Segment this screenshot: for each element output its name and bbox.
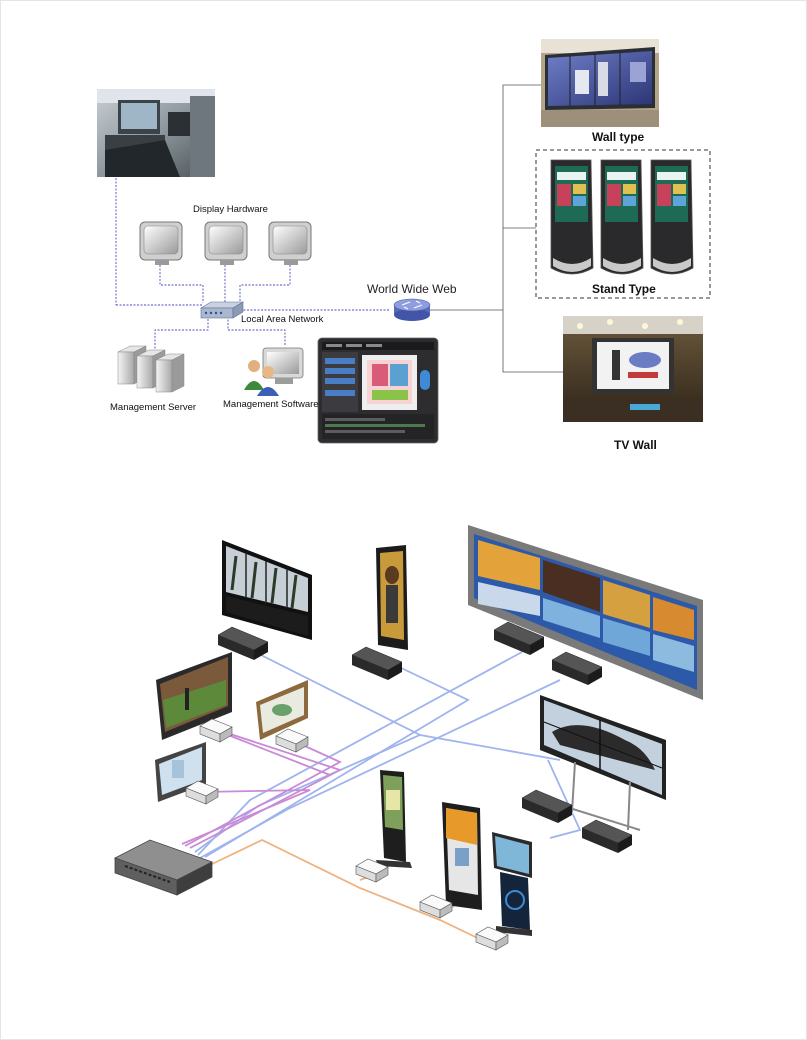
display-hardware-label: Display Hardware (193, 204, 268, 215)
monitor-icon (139, 221, 183, 265)
media-player-icon (475, 926, 509, 951)
server-icon (155, 353, 185, 393)
stand-kiosk-icon (650, 159, 694, 275)
lan-connections (115, 178, 390, 352)
management-server-label: Management Server (110, 402, 197, 413)
management-software-icon (244, 347, 304, 396)
management-software-label: Management Software (223, 399, 319, 410)
world-wide-web-label: World Wide Web (367, 282, 457, 296)
media-player-icon (275, 728, 309, 753)
monitor-icon (268, 221, 312, 265)
media-player-icon (419, 894, 453, 919)
router-icon (393, 298, 431, 321)
stand-kiosk-icon (600, 159, 644, 275)
standing-kiosk-right (492, 832, 532, 936)
stand-kiosk-icon (550, 159, 594, 275)
wall-type-photo (541, 39, 659, 127)
photo-frame-display (256, 680, 308, 740)
wall-type-label: Wall type (592, 130, 645, 144)
central-switch-icon (113, 839, 214, 896)
media-player-icon (355, 858, 389, 883)
monitor-icon (204, 221, 248, 265)
standing-kiosk-center (442, 802, 482, 910)
media-player-icon (217, 626, 269, 660)
media-player-icon (581, 819, 633, 853)
stand-type-frame (535, 149, 711, 299)
media-player-icon (551, 651, 603, 685)
media-player-icon (199, 718, 233, 743)
purple-cables (181, 729, 343, 849)
portrait-display (376, 545, 408, 650)
local-area-network-label: Local Area Network (241, 314, 324, 325)
stand-type-label: Stand Type (592, 282, 656, 296)
golf-display (156, 652, 232, 740)
media-player-icon (351, 646, 403, 680)
management-server-icons (117, 345, 185, 393)
media-player-icon (521, 789, 573, 823)
tv-wall-label: TV Wall (614, 438, 657, 452)
kiosk-photo (97, 89, 215, 177)
car-video-wall (540, 695, 666, 831)
standing-kiosk-left (376, 770, 412, 868)
www-connections (430, 84, 563, 373)
switch-icon (199, 301, 245, 319)
stand-type-kiosks (550, 159, 694, 275)
large-video-wall (468, 525, 703, 700)
display-hardware-monitors (139, 221, 312, 265)
software-screenshot (317, 337, 439, 444)
media-player-icon (185, 780, 219, 805)
tree-video-wall (222, 540, 312, 640)
media-player-icon (493, 621, 545, 655)
tv-wall-photo (563, 316, 703, 422)
